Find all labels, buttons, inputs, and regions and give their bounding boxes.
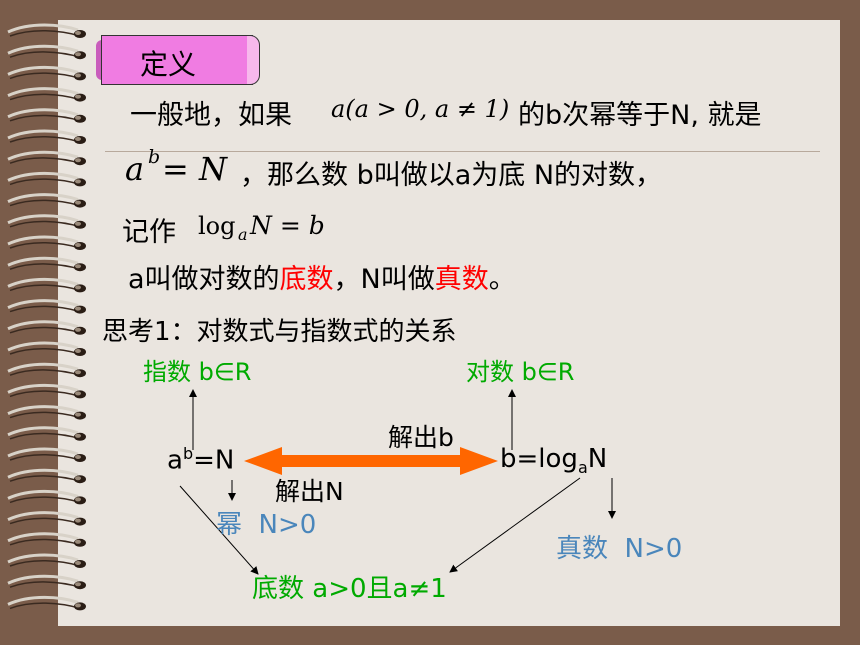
line2-exp: b [148,146,161,168]
label-fold [96,40,104,80]
binding-ring [7,405,86,420]
exponential-form: ab=N [167,444,234,476]
line3-sub: a [238,225,248,244]
binding-ring [7,489,86,505]
think-heading: 思考1：对数式与指数式的关系 [102,317,457,347]
binding-ring [7,595,86,611]
line4-mid: ，N叫做 [333,264,435,295]
double-arrow [244,447,498,475]
line3-text: 记作 [122,217,176,248]
line4-post: 。 [488,264,516,295]
log-pre: b=log [500,444,578,474]
binding-ring [7,383,86,399]
divider-line [105,151,820,152]
binding-ring [7,129,86,144]
binding-ring [7,341,86,356]
binding-ring [7,299,86,314]
binding-ring [7,108,86,123]
binding-ring [7,193,86,208]
arrow-to-base-left [179,485,259,575]
binding-ring [7,150,86,166]
line2-base: a [125,150,145,188]
line4: a叫做对数的底数，N叫做真数。 [128,257,516,296]
solve-b-label: 解出b [388,423,454,452]
base-condition-label: 底数 a>0且a≠1 [252,574,447,604]
binding-ring [7,553,86,568]
binding-ring [7,23,86,38]
exp-rest: =N [193,445,235,476]
line1-post: 的b次幂等于N, 就是 [518,100,762,131]
binding-ring [7,574,86,590]
binding-ring [7,214,86,229]
line4-pre: a叫做对数的 [128,264,280,295]
binding-ring [7,256,86,272]
true-number-term: 真数 [434,264,489,295]
log-post: N [587,444,608,474]
logarithmic-form: b=logaN [500,444,607,477]
binding-ring [7,362,86,378]
solve-n-label: 解出N [275,477,344,506]
line1-pre: 一般地，如果 [130,100,292,131]
line3-log: log [198,212,236,240]
arrow-to-base-right [449,477,581,573]
power-label: 幂 N>0 [216,510,317,540]
binding-ring [7,65,86,81]
exp-sup: b [182,444,194,463]
binding-ring [7,447,86,462]
binding-ring [7,87,86,102]
binding-ring [7,320,86,335]
logarithm-label: 对数 b∈R [466,358,575,386]
definition-label-text: 定义 [140,48,197,81]
binding-ring [7,235,86,250]
exponent-label: 指数 b∈R [143,358,252,386]
line3-rest: N = b [250,211,325,240]
line2-eq: = N [162,150,227,188]
binding-ring [7,468,86,484]
true-number-label: 真数 N>0 [556,534,683,564]
binding-ring [7,511,86,526]
definition-label: 定义 [101,35,253,85]
binding-ring [7,171,86,187]
line1-math: a(a > 0, a ≠ 1) [331,95,510,123]
binding-ring [7,532,86,547]
binding-ring [7,277,86,293]
base-term: 底数 [279,264,334,295]
binding-ring [7,426,86,441]
slide [58,20,840,626]
log-sub: a [577,458,588,478]
line2-text: ，那么数 b叫做以a为底 N的对数， [240,160,663,191]
spiral-binding [7,23,86,611]
exp-base: a [167,445,183,476]
binding-ring [7,44,86,60]
